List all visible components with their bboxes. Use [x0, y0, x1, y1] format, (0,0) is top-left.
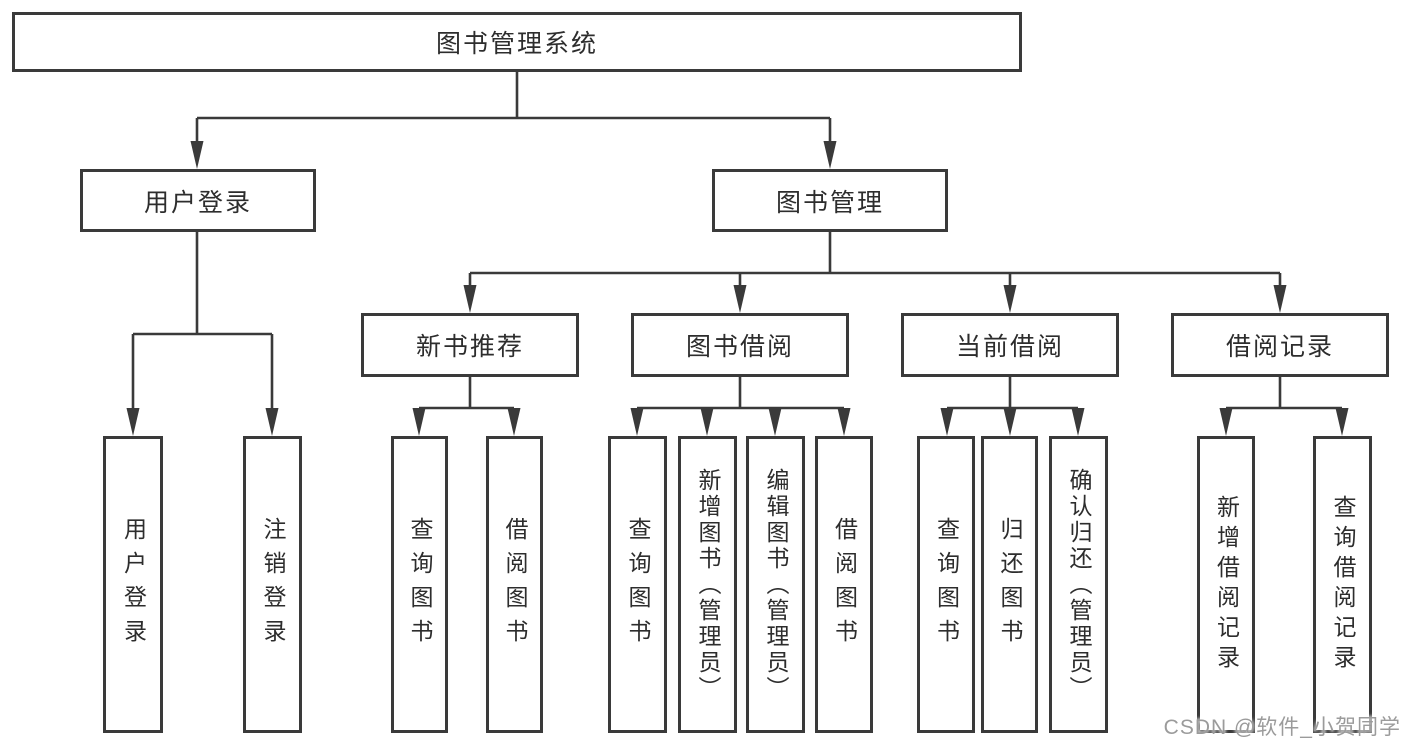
node-library-management-system: 图书管理系统 [12, 12, 1022, 72]
leaf-record-query-borrow-record: 查询借阅记录 [1313, 436, 1372, 733]
arrowhead-icon [940, 408, 954, 436]
node-current-borrow: 当前借阅 [901, 313, 1119, 377]
arrowhead-icon [1273, 285, 1287, 313]
arrowhead-icon [1219, 408, 1233, 436]
arrowhead-icon [700, 408, 714, 436]
csdn-watermark: CSDN @软件_小贺同学 [1163, 716, 1401, 739]
node-new-book-recommend: 新书推荐 [361, 313, 579, 377]
leaf-user-login: 用户登录 [103, 436, 163, 733]
node-label: 借阅记录 [1225, 333, 1334, 361]
leaf-label: 查询图书 [625, 516, 651, 653]
arrowhead-icon [265, 408, 279, 436]
leaf-borrow-add-books-admin: 新增图书（管理员） [678, 436, 737, 733]
arrowhead-icon [126, 408, 140, 436]
node-label: 当前借阅 [955, 333, 1064, 361]
arrowhead-icon [837, 408, 851, 436]
node-borrow-record: 借阅记录 [1171, 313, 1389, 377]
leaf-label: 注销登录 [260, 516, 286, 653]
arrowhead-icon [768, 408, 782, 436]
arrowhead-icon [733, 285, 747, 313]
leaf-borrow-edit-books-admin: 编辑图书（管理员） [746, 436, 805, 733]
leaf-label: 查询借阅记录 [1330, 494, 1356, 675]
node-label: 图书管理 [775, 188, 884, 217]
leaf-label: 编辑图书（管理员） [763, 467, 789, 702]
node-label: 用户登录 [143, 188, 252, 217]
node-label: 图书借阅 [685, 333, 794, 361]
leaf-label: 新增借阅记录 [1213, 494, 1240, 675]
leaf-newrec-query-books: 查询图书 [391, 436, 448, 733]
arrowhead-icon [1003, 285, 1017, 313]
node-label: 新书推荐 [415, 333, 524, 361]
leaf-label: 查询图书 [933, 516, 960, 653]
arrowhead-icon [1071, 408, 1085, 436]
arrowhead-icon [507, 408, 521, 436]
arrowhead-icon [823, 141, 837, 169]
leaf-newrec-borrow-books: 借阅图书 [486, 436, 543, 733]
arrowhead-icon [1335, 408, 1349, 436]
leaf-label: 新增图书（管理员） [695, 467, 721, 702]
leaf-label: 确认归还（管理员） [1066, 467, 1092, 702]
arrowhead-icon [630, 408, 644, 436]
node-user-login: 用户登录 [80, 169, 316, 232]
arrowhead-icon [463, 285, 477, 313]
node-book-borrow: 图书借阅 [631, 313, 849, 377]
leaf-label: 借阅图书 [831, 516, 858, 653]
leaf-label: 归还图书 [997, 516, 1023, 653]
leaf-label: 借阅图书 [502, 516, 528, 653]
leaf-current-query-books: 查询图书 [917, 436, 975, 733]
node-label: 图书管理系统 [435, 30, 598, 58]
leaf-label: 查询图书 [407, 516, 433, 653]
leaf-record-add-borrow-record: 新增借阅记录 [1197, 436, 1255, 733]
leaf-current-return-books: 归还图书 [981, 436, 1038, 733]
leaf-borrow-borrow-books: 借阅图书 [815, 436, 873, 733]
leaf-label: 用户登录 [120, 516, 147, 653]
arrowhead-icon [412, 408, 426, 436]
arrowhead-icon [1003, 408, 1017, 436]
leaf-current-confirm-return-admin: 确认归还（管理员） [1049, 436, 1108, 733]
leaf-borrow-query-books: 查询图书 [608, 436, 667, 733]
node-book-management: 图书管理 [712, 169, 948, 232]
arrowhead-icon [190, 141, 204, 169]
leaf-logout: 注销登录 [243, 436, 302, 733]
